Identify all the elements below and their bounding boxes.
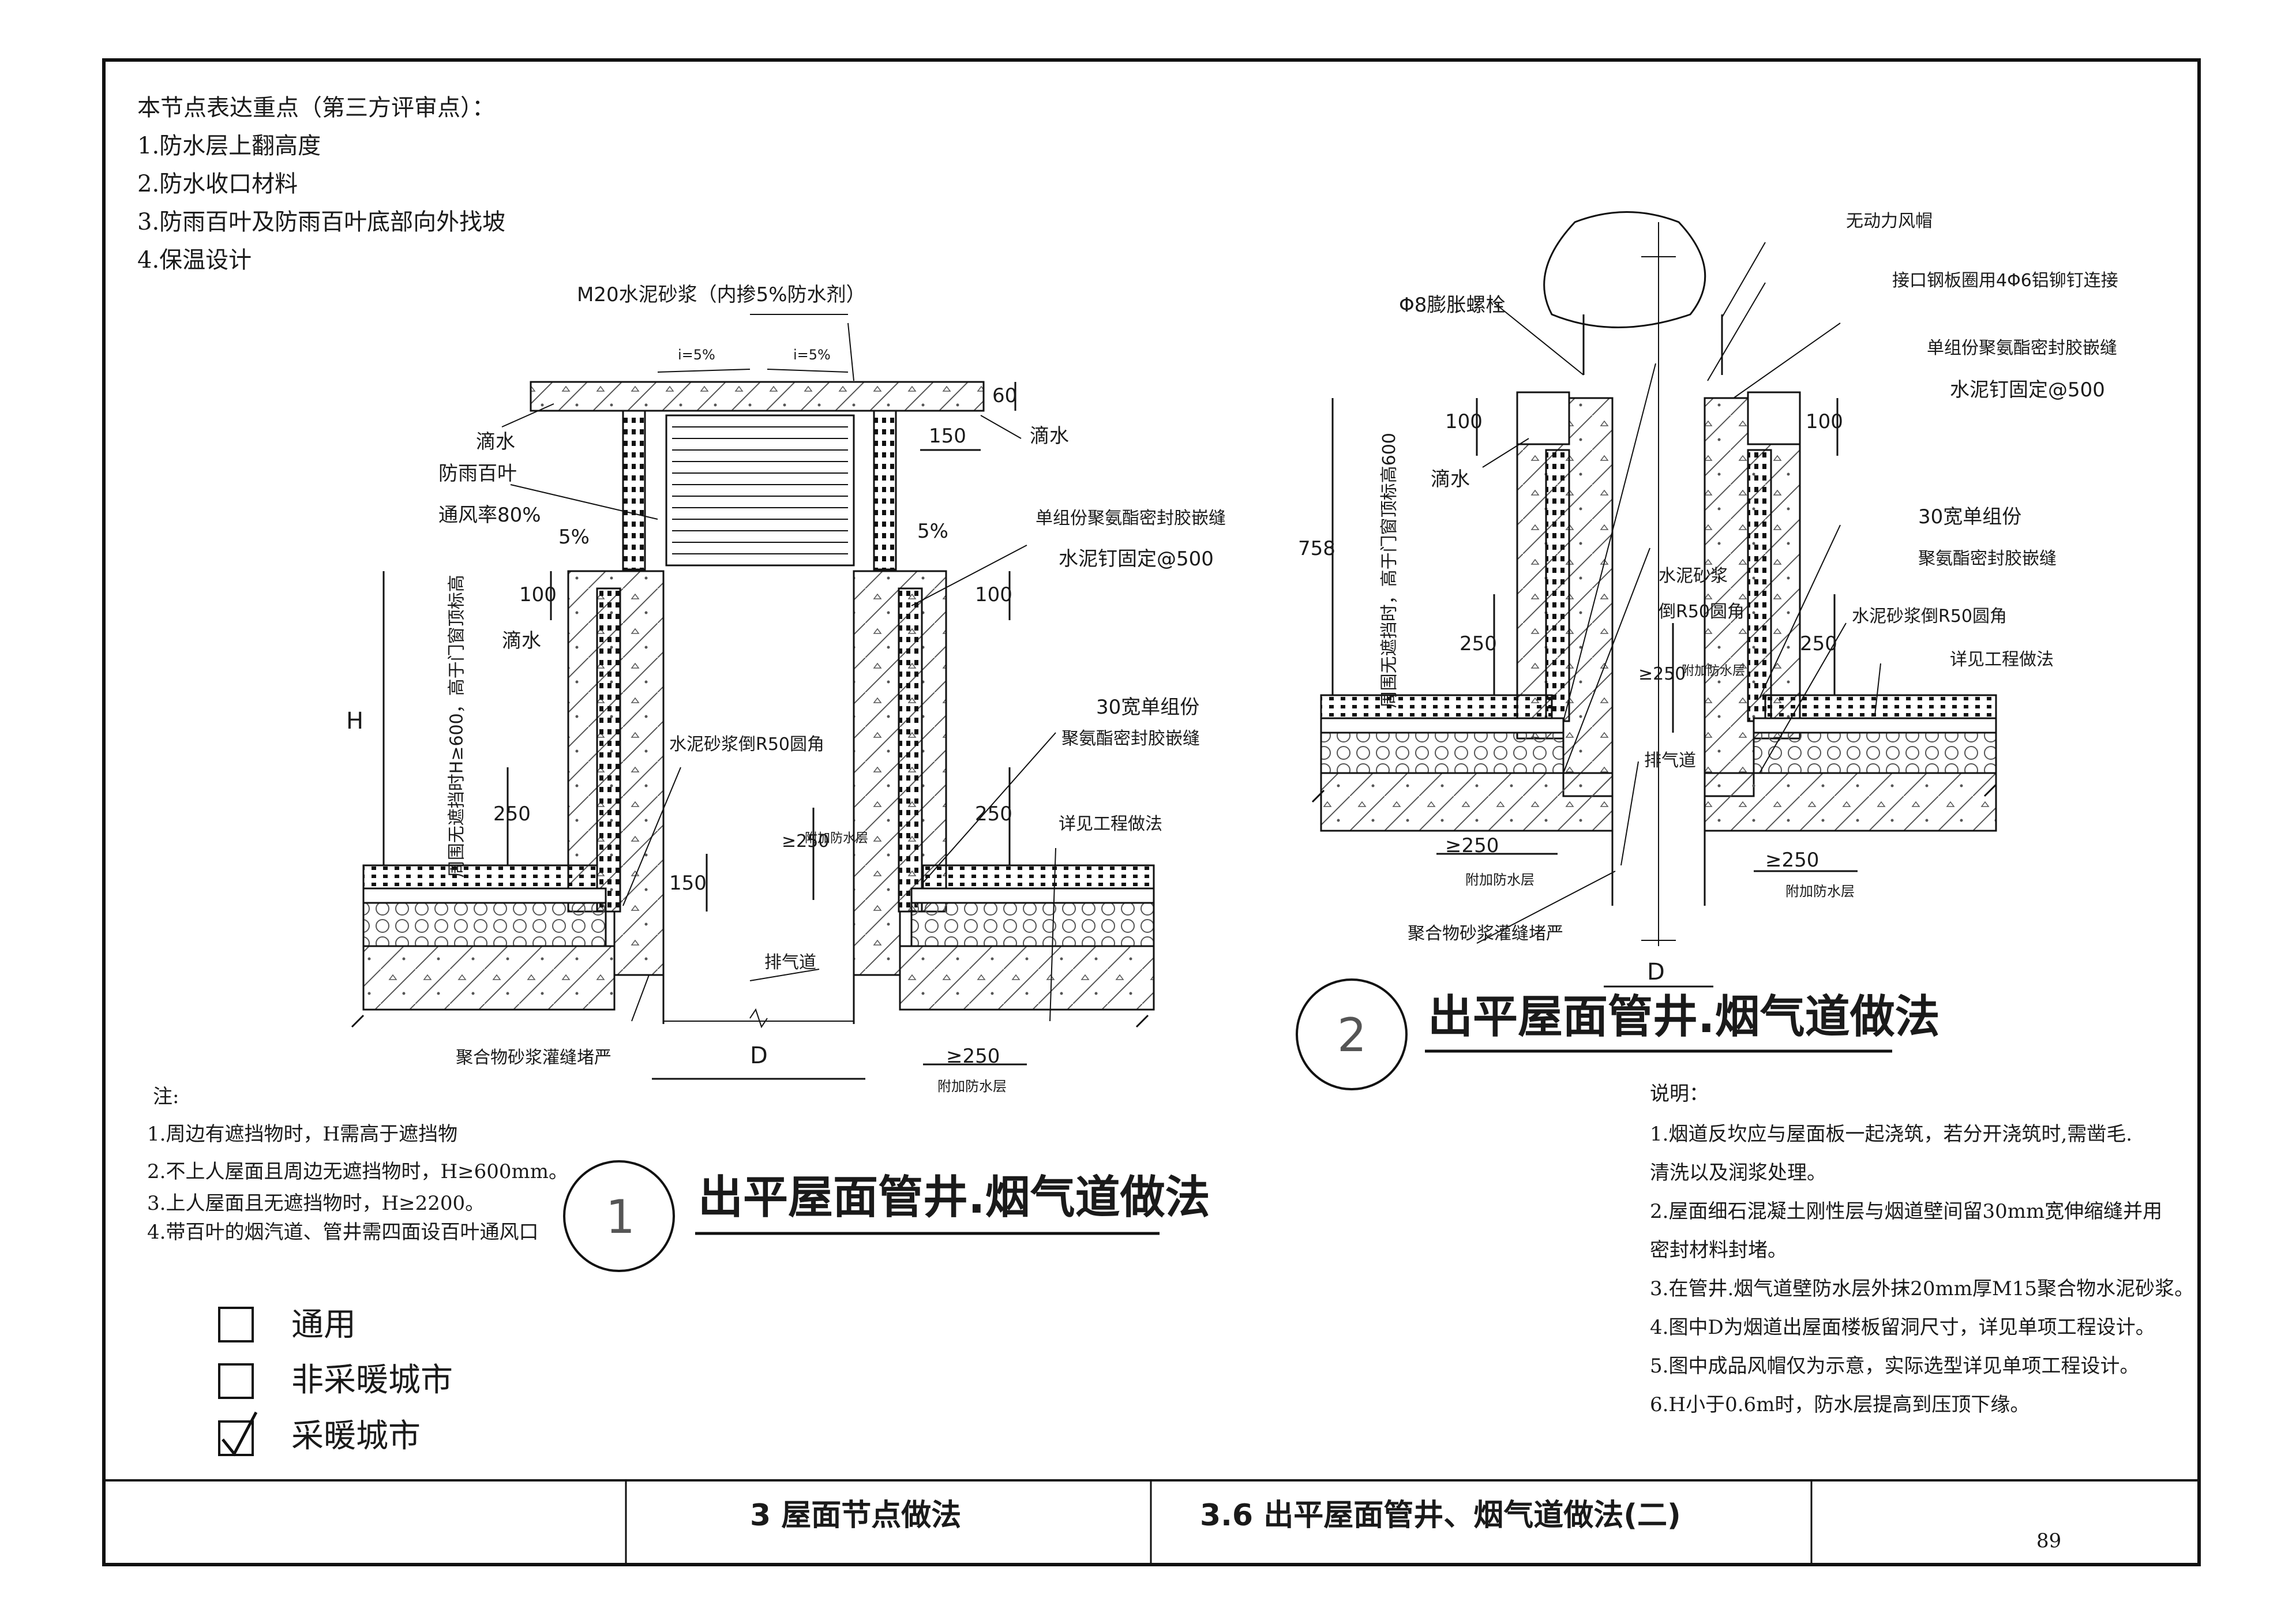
d1-dim-150-low: 150 [669,872,707,895]
d1-label-exhaust: 排气道 [764,952,816,973]
d2-dim-ge250-left: ≥250 [1445,834,1499,857]
d2-label-drip: 滴水 [1431,468,1470,491]
key-point-item: 3.防雨百叶及防雨百叶底部向外找坡 [137,209,506,235]
notes-2-item: 3.在管井.烟气道壁防水层外抹20mm厚M15聚合物水泥砂浆。 [1650,1277,2194,1300]
d2-dim-ge250-vert: ≥250 [1638,664,1686,684]
d1-label-see-project: 详见工程做法 [1059,814,1162,834]
key-point-item: 2.防水收口材料 [137,171,298,197]
legend-label-non-heating: 非采暖城市 [291,1362,453,1399]
d2-dim-250-right: 250 [1800,632,1837,655]
d2-label-sealant: 单组份聚氨酯密封胶嵌缝 [1927,338,2117,358]
notes-2-heading: 说明： [1650,1082,1709,1105]
key-points-heading: 本节点表达重点（第三方评审点）： [137,95,495,121]
d2-dim-250-left: 250 [1460,632,1497,655]
legend-checkbox-general[interactable] [218,1307,254,1342]
d2-vertical-note: 周围无遮挡时，高于门窗顶标高600 [1379,433,1400,708]
d2-label-add-wp-right: 附加防水层 [1785,883,1855,899]
key-point-item: 4.保温设计 [137,247,252,273]
d1-label-polymer: 聚合物砂浆灌缝堵严 [456,1048,611,1068]
d2-label-fan-cap: 无动力风帽 [1846,211,1933,231]
title-block-section: 3.6 出平屋面管井、烟气道做法(二) [1200,1498,1681,1533]
d1-vertical-note: 周围无遮挡时H≥600，高于门窗顶标高 [447,575,467,878]
d1-label-sealant: 单组份聚氨酯密封胶嵌缝 [1036,508,1226,528]
notes-2-item: 2.屋面细石混凝土刚性层与烟道壁间留30mm宽伸缩缝并用 [1650,1200,2163,1223]
d1-label-drip-low: 滴水 [502,629,541,652]
d1-dim-ge250-vert: ≥250 [782,831,830,852]
d1-dim-H: H [346,708,364,734]
d1-label-slope-left: i=5% [678,347,715,363]
d2-dim-100-right: 100 [1806,410,1843,433]
d1-dim-250-left: 250 [493,802,531,826]
d2-label-strip30b: 聚氨酯密封胶嵌缝 [1918,549,2057,569]
d1-label-louver: 防雨百叶 [438,462,517,485]
d1-label-strip30b: 聚氨酯密封胶嵌缝 [1061,729,1200,749]
detail-2-number: 2 [1337,1008,1367,1062]
legend-checkbox-non-heating[interactable] [218,1363,254,1399]
notes-2-item: 1.烟道反坎应与屋面板一起浇筑，若分开浇筑时,需凿毛. [1650,1123,2133,1146]
d2-label-fillet-left: 倒R50圆角 [1659,602,1745,622]
d2-label-fillet-right: 水泥砂浆倒R50圆角 [1852,606,2008,627]
d1-label-louver-rate: 通风率80% [438,504,541,527]
notes-1-item: 2.不上人屋面且周边无遮挡物时，H≥600mm。 [147,1160,568,1183]
notes-2-item: 密封材料封堵。 [1650,1239,1787,1262]
d2-label-nail: 水泥钉固定@500 [1950,378,2105,402]
legend-checkbox-heating[interactable] [218,1420,254,1456]
d1-label-top-mortar: M20水泥砂浆（内掺5%防水剂） [577,283,866,306]
legend-label-heating: 采暖城市 [291,1417,421,1455]
d2-dim-D: D [1647,959,1665,985]
detail-2-title: 出平屋面管井.烟气道做法 [1428,991,1940,1043]
check-mark-icon [222,1411,258,1457]
d1-pct-right: 5% [917,520,948,543]
notes-2-item: 清洗以及润浆处理。 [1650,1161,1826,1184]
d1-label-strip30: 30宽单组份 [1096,696,1200,719]
d1-label-add-wp: 附加防水层 [937,1078,1007,1094]
d1-pct-left: 5% [558,526,590,549]
d2-label-see-project: 详见工程做法 [1950,650,2054,670]
d1-label-fillet: 水泥砂浆倒R50圆角 [669,734,825,755]
d2-label-steel-ring: 接口钢板圈用4Φ6铝铆钉连接 [1892,271,2118,291]
detail-1-title: 出平屋面管井.烟气道做法 [698,1172,1210,1224]
notes-2-item: 4.图中D为烟道出屋面楼板留洞尺寸，详见单项工程设计。 [1650,1316,2155,1339]
d2-label-exhaust: 排气道 [1644,751,1696,771]
d1-dim-250-right: 250 [975,802,1012,826]
d2-dim-758: 758 [1298,537,1335,560]
d2-label-add-wp-vert: 附加防水层 [1682,664,1746,678]
d2-label-cement-mortar: 水泥砂浆 [1659,566,1728,586]
detail-1-number-circle [563,1160,675,1272]
notes-2-item: 6.H小于0.6m时，防水层提高到压顶下缘。 [1650,1393,2030,1416]
detail-2-drawing [1296,211,1997,1090]
d2-label-bolt: Φ8膨胀螺栓 [1399,294,1506,317]
notes-1-heading: 注: [153,1085,179,1108]
d2-label-strip30: 30宽单组份 [1918,505,2022,528]
d1-label-slope-right: i=5% [793,347,831,363]
d1-dim-100-left: 100 [519,583,557,606]
d1-label-drip-left: 滴水 [476,430,515,453]
d1-dim-ge250: ≥250 [946,1045,1000,1068]
d2-dim-ge250-right: ≥250 [1765,849,1819,872]
d1-label-add-wp-vert: 附加防水层 [805,831,869,846]
d2-label-polymer: 聚合物砂浆灌缝堵严 [1408,924,1563,944]
louver [665,414,855,567]
detail-2-number-circle [1296,978,1408,1090]
notes-1-item: 4.带百叶的烟汽道、管井需四面设百叶通风口 [147,1221,539,1244]
key-point-item: 1.防水层上翻高度 [137,133,321,159]
fan-cap [1543,211,1706,328]
d1-dim-D: D [750,1042,768,1069]
d1-dim-150: 150 [929,425,966,448]
d1-label-nail: 水泥钉固定@500 [1059,547,1214,571]
legend-label-general: 通用 [291,1306,356,1344]
title-block-page-number: 89 [2036,1529,2062,1552]
d1-dim-60: 60 [992,384,1018,407]
detail-1-drawing [351,314,1160,1272]
notes-1-item: 3.上人屋面且无遮挡物时，H≥2200。 [147,1192,485,1215]
d1-label-drip-right: 滴水 [1030,425,1069,448]
d2-label-add-wp-left: 附加防水层 [1465,872,1535,888]
d2-dim-100-left: 100 [1445,410,1483,433]
detail-1-number: 1 [606,1190,635,1244]
notes-1-item: 1.周边有遮挡物时，H需高于遮挡物 [147,1123,458,1146]
title-block-chapter: 3 屋面节点做法 [750,1498,962,1533]
notes-2-item: 5.图中成品风帽仅为示意，实际选型详见单项工程设计。 [1650,1355,2140,1378]
d1-dim-100-right: 100 [975,583,1012,606]
